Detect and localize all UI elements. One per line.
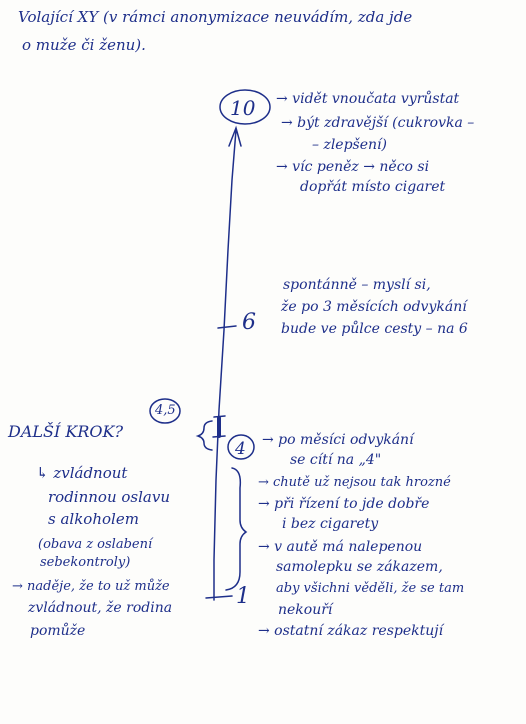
six-note-line-3: bude ve půlce cesty – na 6 [281, 321, 468, 337]
next-step-line-3: s alkoholem [48, 510, 139, 528]
current-line-10: → ostatní zákaz respektují [258, 623, 444, 639]
tick-1 [205, 595, 233, 599]
scale-mark-10: 10 [230, 96, 256, 120]
tick-6 [217, 325, 237, 329]
scale-mark-4-5: 4,5 [155, 403, 176, 418]
header-line-1: Volající XY (v rámci anonymizace neuvádí… [18, 8, 413, 26]
brace-small [195, 420, 213, 451]
scale-mark-1: 1 [236, 584, 250, 609]
next-step-line-7: zvládnout, že rodina [28, 600, 173, 616]
current-line-6: → v autě má nalepenou [258, 539, 423, 555]
next-step-line-5: sebekontroly) [40, 555, 131, 570]
header-line-2: o muže či ženu). [22, 36, 146, 54]
goal-line-4: → víc peněz → něco si [276, 159, 430, 175]
next-step-title: DALŠÍ KROK? [8, 422, 124, 441]
six-note-line-2: že po 3 měsících odvykání [281, 299, 467, 315]
circle-10 [219, 89, 271, 125]
goal-line-5: dopřát místo cigaret [300, 179, 446, 195]
next-step-line-6: → naděje, že to už může [12, 579, 170, 594]
goal-line-1: → vidět vnoučata vyrůstat [276, 91, 460, 107]
next-step-line-4: (obava z oslabení [38, 537, 153, 552]
six-note-line-1: spontánně – myslí si, [283, 277, 431, 293]
current-line-1: → po měsíci odvykání [262, 432, 414, 448]
circle-4-5 [149, 398, 181, 424]
next-step-line-1: ↳ zvládnout [36, 464, 128, 482]
goal-line-2: → být zdravější (cukrovka – [281, 115, 475, 131]
goal-line-3: – zlepšení) [312, 137, 387, 153]
scale-arrowhead [228, 125, 242, 147]
current-line-5: i bez cigarety [282, 516, 379, 532]
next-step-line-2: rodinnou oslavu [48, 488, 170, 506]
next-step-line-8: pomůže [30, 623, 86, 639]
current-line-4: → při řízení to jde dobře [258, 496, 430, 512]
mark-4-glyph: 4 [234, 439, 246, 459]
current-line-3: → chutě už nejsou tak hrozné [258, 475, 451, 490]
circle-4 [227, 434, 255, 460]
current-line-9: nekouří [278, 602, 333, 618]
current-line-8: aby všichni věděli, že se tam [276, 581, 465, 596]
current-line-7: samolepku se zákazem, [276, 559, 443, 575]
scale-mark-6: 6 [242, 310, 256, 335]
current-line-2: se cítí na „4" [290, 452, 382, 468]
brace-big [225, 467, 248, 591]
scale-line [213, 129, 237, 601]
